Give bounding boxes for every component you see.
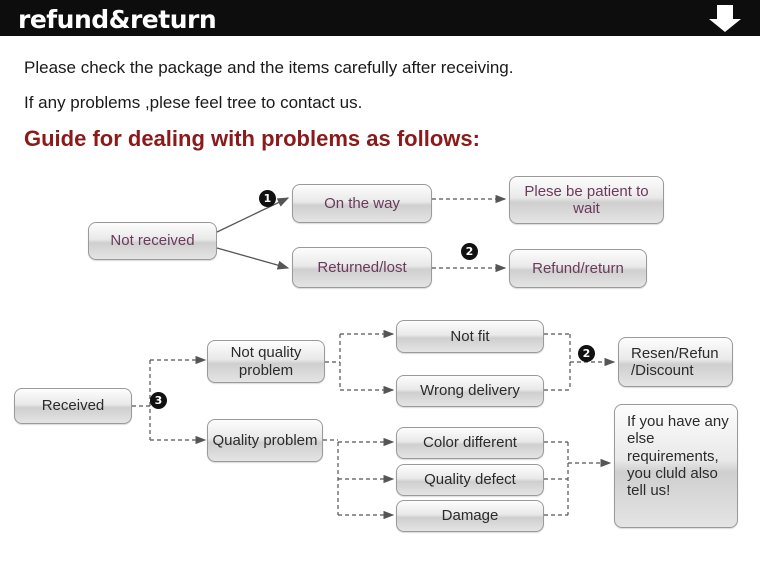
box-quality-defect[interactable]: Quality defect bbox=[396, 464, 544, 496]
box-color-different[interactable]: Color different bbox=[396, 427, 544, 459]
marker-2-bottom: 2 bbox=[578, 345, 595, 362]
box-refund-return[interactable]: Refund/return bbox=[509, 249, 647, 288]
box-on-the-way[interactable]: On the way bbox=[292, 184, 432, 223]
box-quality-problem[interactable]: Quality problem bbox=[207, 419, 323, 462]
box-other-requirements[interactable]: If you have any else requirements, you c… bbox=[614, 404, 738, 528]
box-damage[interactable]: Damage bbox=[396, 500, 544, 532]
marker-1: 1 bbox=[259, 190, 276, 207]
page-title: refund&return bbox=[18, 5, 217, 34]
intro-line-2: If any problems ,plese feel tree to cont… bbox=[24, 93, 363, 112]
down-arrow-icon bbox=[708, 3, 742, 33]
box-not-received[interactable]: Not received bbox=[88, 222, 217, 260]
header-bar bbox=[0, 0, 760, 36]
guide-heading: Guide for dealing with problems as follo… bbox=[24, 126, 480, 151]
box-wrong-delivery[interactable]: Wrong delivery bbox=[396, 375, 544, 407]
marker-2-top: 2 bbox=[461, 243, 478, 260]
box-not-quality-problem[interactable]: Not quality problem bbox=[207, 340, 325, 383]
box-received[interactable]: Received bbox=[14, 388, 132, 424]
box-resend-refund-discount[interactable]: Resen/Refun /Discount bbox=[618, 337, 733, 387]
box-patient-to-wait[interactable]: Plese be patient to wait bbox=[509, 176, 664, 224]
marker-3: 3 bbox=[150, 392, 167, 409]
box-not-fit[interactable]: Not fit bbox=[396, 320, 544, 353]
intro-line-1: Please check the package and the items c… bbox=[24, 58, 514, 77]
box-returned-lost[interactable]: Returned/lost bbox=[292, 247, 432, 288]
